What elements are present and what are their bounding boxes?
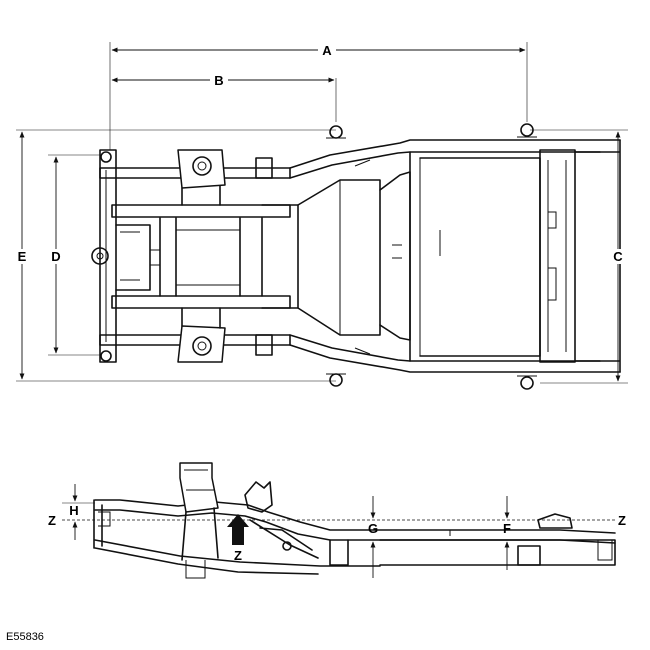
view-z-arrow-icon bbox=[227, 514, 249, 545]
dimension-label-e: E bbox=[18, 249, 27, 264]
datum-label-z-right: Z bbox=[618, 513, 626, 528]
dimension-label-d: D bbox=[51, 249, 60, 264]
view-arrow-label-z: Z bbox=[234, 548, 242, 563]
datum-label-z-left: Z bbox=[48, 513, 56, 528]
dimension-label-a: A bbox=[322, 43, 332, 58]
dimension-label-h: H bbox=[69, 503, 78, 518]
dimension-label-f: F bbox=[503, 521, 511, 536]
dimension-label-b: B bbox=[214, 73, 223, 88]
figure-id: E55836 bbox=[6, 631, 44, 643]
side-view-frame bbox=[62, 462, 616, 579]
dimension-label-c: C bbox=[613, 249, 623, 264]
plan-view-frame bbox=[91, 123, 621, 390]
side-view-dimensions: H G F Z Z Z bbox=[48, 484, 626, 578]
plan-view-dimensions: A B C D E bbox=[14, 42, 628, 384]
dimension-label-g: G bbox=[368, 521, 378, 536]
